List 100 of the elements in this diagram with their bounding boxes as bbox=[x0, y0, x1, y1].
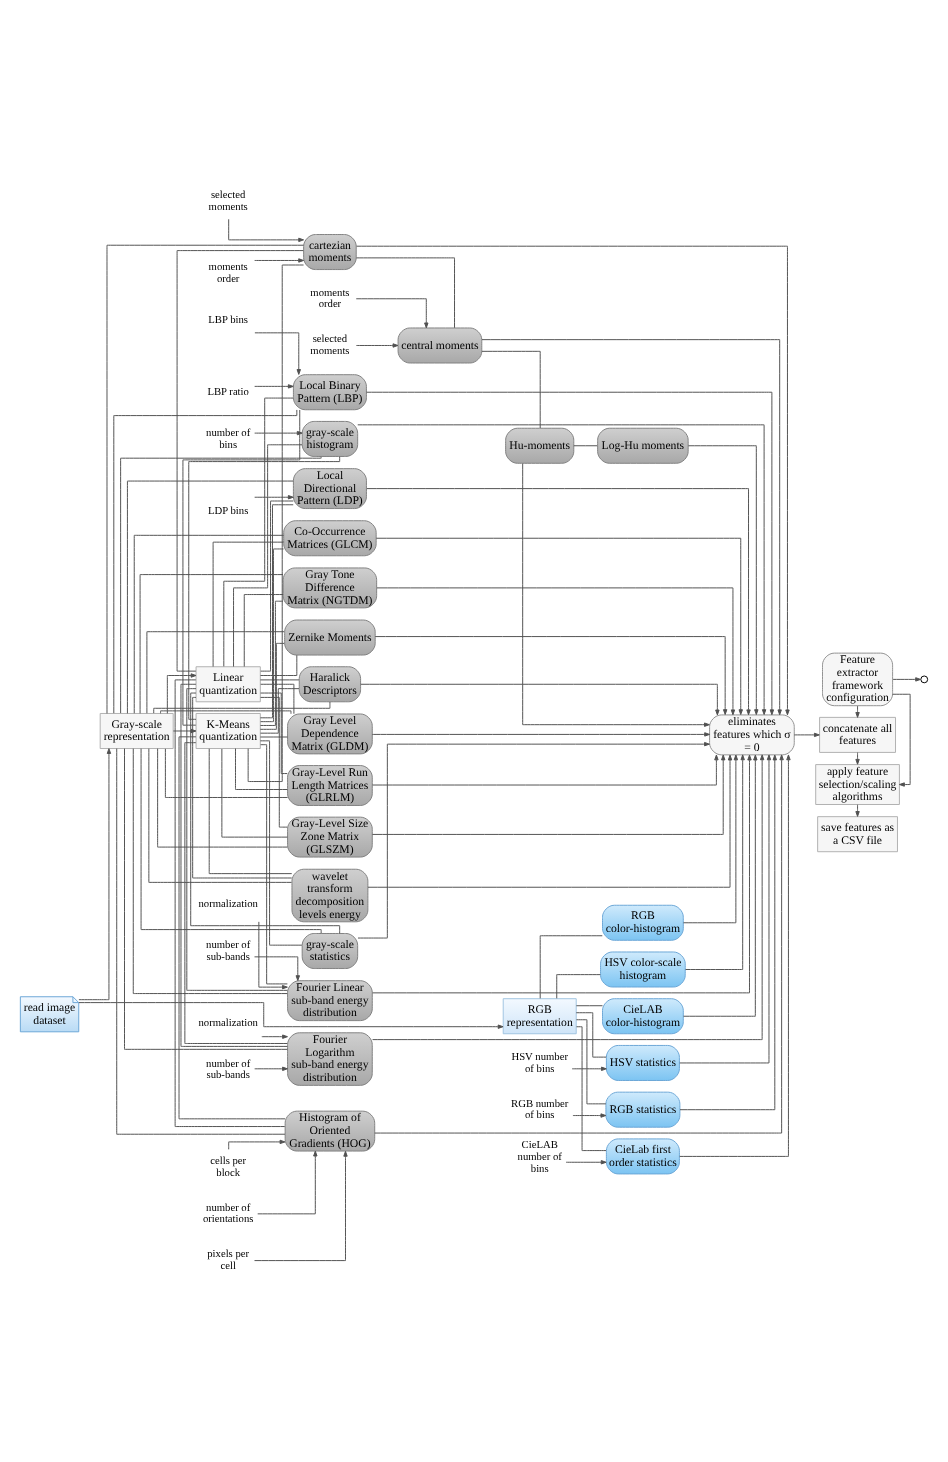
connector bbox=[260, 548, 285, 723]
arrow bbox=[572, 1113, 607, 1118]
arrow bbox=[371, 732, 711, 737]
arrow bbox=[371, 754, 726, 835]
connector bbox=[140, 748, 322, 934]
connector bbox=[260, 500, 294, 672]
arrow bbox=[254, 1150, 348, 1262]
connector bbox=[575, 1012, 607, 1058]
connector bbox=[157, 748, 288, 848]
connector bbox=[260, 688, 300, 734]
connector bbox=[260, 692, 288, 775]
arrow bbox=[366, 488, 751, 716]
arrow bbox=[375, 537, 743, 716]
connector bbox=[164, 748, 289, 798]
connector bbox=[259, 679, 300, 681]
connector bbox=[259, 740, 303, 946]
connector bbox=[126, 480, 294, 714]
connector bbox=[260, 683, 295, 715]
arrow bbox=[254, 495, 294, 500]
arrow bbox=[360, 683, 720, 716]
arrow bbox=[892, 677, 922, 682]
arrow bbox=[371, 754, 752, 994]
connector bbox=[556, 974, 601, 999]
connector bbox=[133, 534, 285, 714]
arrow bbox=[254, 430, 303, 436]
arrow bbox=[376, 587, 736, 716]
connector bbox=[260, 696, 288, 828]
arrow bbox=[254, 332, 301, 375]
arrow bbox=[166, 673, 197, 714]
arrow bbox=[254, 1066, 288, 1071]
arrow bbox=[682, 754, 739, 924]
connector bbox=[259, 504, 294, 719]
arrow bbox=[571, 1066, 607, 1071]
connector bbox=[235, 748, 288, 790]
connector bbox=[539, 935, 603, 999]
arrow bbox=[257, 1150, 318, 1215]
connector bbox=[573, 445, 598, 447]
arrow bbox=[254, 384, 294, 389]
connector bbox=[243, 594, 284, 668]
connector bbox=[259, 600, 284, 726]
arrow bbox=[78, 1002, 504, 1029]
connector bbox=[132, 748, 288, 995]
connector bbox=[355, 257, 455, 329]
connector bbox=[260, 744, 288, 985]
connector bbox=[174, 679, 286, 1127]
connector bbox=[113, 409, 298, 714]
arrow bbox=[855, 705, 860, 718]
arrow bbox=[78, 748, 112, 1001]
connector bbox=[146, 631, 285, 714]
connector bbox=[259, 736, 288, 738]
connector bbox=[176, 250, 304, 672]
arrow bbox=[374, 636, 728, 715]
connector bbox=[148, 748, 292, 883]
connector bbox=[247, 264, 305, 782]
connector bbox=[481, 350, 541, 429]
connector bbox=[182, 409, 301, 726]
connector bbox=[576, 1026, 607, 1152]
arrow bbox=[522, 463, 710, 727]
arrow bbox=[355, 298, 429, 329]
connector bbox=[259, 642, 285, 730]
connector bbox=[221, 748, 288, 838]
arrow bbox=[254, 956, 300, 982]
arrow bbox=[371, 754, 719, 786]
arrow bbox=[356, 245, 790, 716]
connector bbox=[139, 574, 284, 714]
arrow bbox=[679, 754, 791, 1157]
connector bbox=[180, 683, 288, 1047]
connector bbox=[184, 742, 288, 1044]
arrow bbox=[892, 693, 911, 787]
arrow bbox=[254, 258, 305, 263]
arrow bbox=[793, 732, 820, 738]
connector bbox=[212, 541, 284, 668]
connector bbox=[575, 1005, 603, 1007]
connector bbox=[124, 748, 288, 1050]
arrow bbox=[374, 754, 784, 1134]
arrow bbox=[683, 754, 758, 1017]
connector bbox=[160, 710, 292, 715]
connector bbox=[208, 748, 293, 875]
arrow bbox=[565, 1160, 607, 1165]
arrow bbox=[228, 1139, 286, 1150]
arrow bbox=[228, 218, 305, 243]
connector bbox=[153, 701, 331, 714]
arrow bbox=[679, 754, 772, 1064]
arrow bbox=[481, 339, 782, 716]
connector bbox=[188, 456, 341, 720]
arrow bbox=[372, 754, 765, 1041]
arrow bbox=[261, 1034, 288, 1039]
connector bbox=[260, 654, 298, 676]
connector bbox=[106, 244, 304, 714]
connector bbox=[233, 444, 303, 668]
arrow bbox=[687, 445, 759, 716]
arrow bbox=[367, 754, 733, 888]
arrow bbox=[685, 754, 745, 970]
arrow bbox=[258, 921, 288, 990]
connector bbox=[575, 1019, 607, 1105]
connector bbox=[178, 736, 286, 1120]
arrow bbox=[355, 343, 399, 348]
connector bbox=[120, 456, 322, 714]
connector bbox=[116, 748, 286, 1135]
arrow bbox=[679, 754, 777, 1111]
